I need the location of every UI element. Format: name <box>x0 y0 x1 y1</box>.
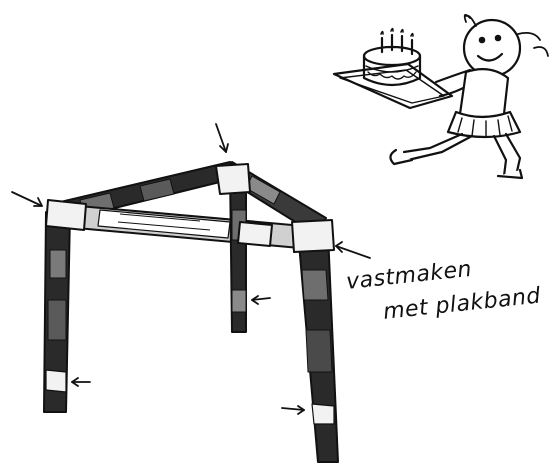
tripod-frame-drawing <box>44 162 338 462</box>
girl-with-cake-illustration <box>334 15 548 178</box>
